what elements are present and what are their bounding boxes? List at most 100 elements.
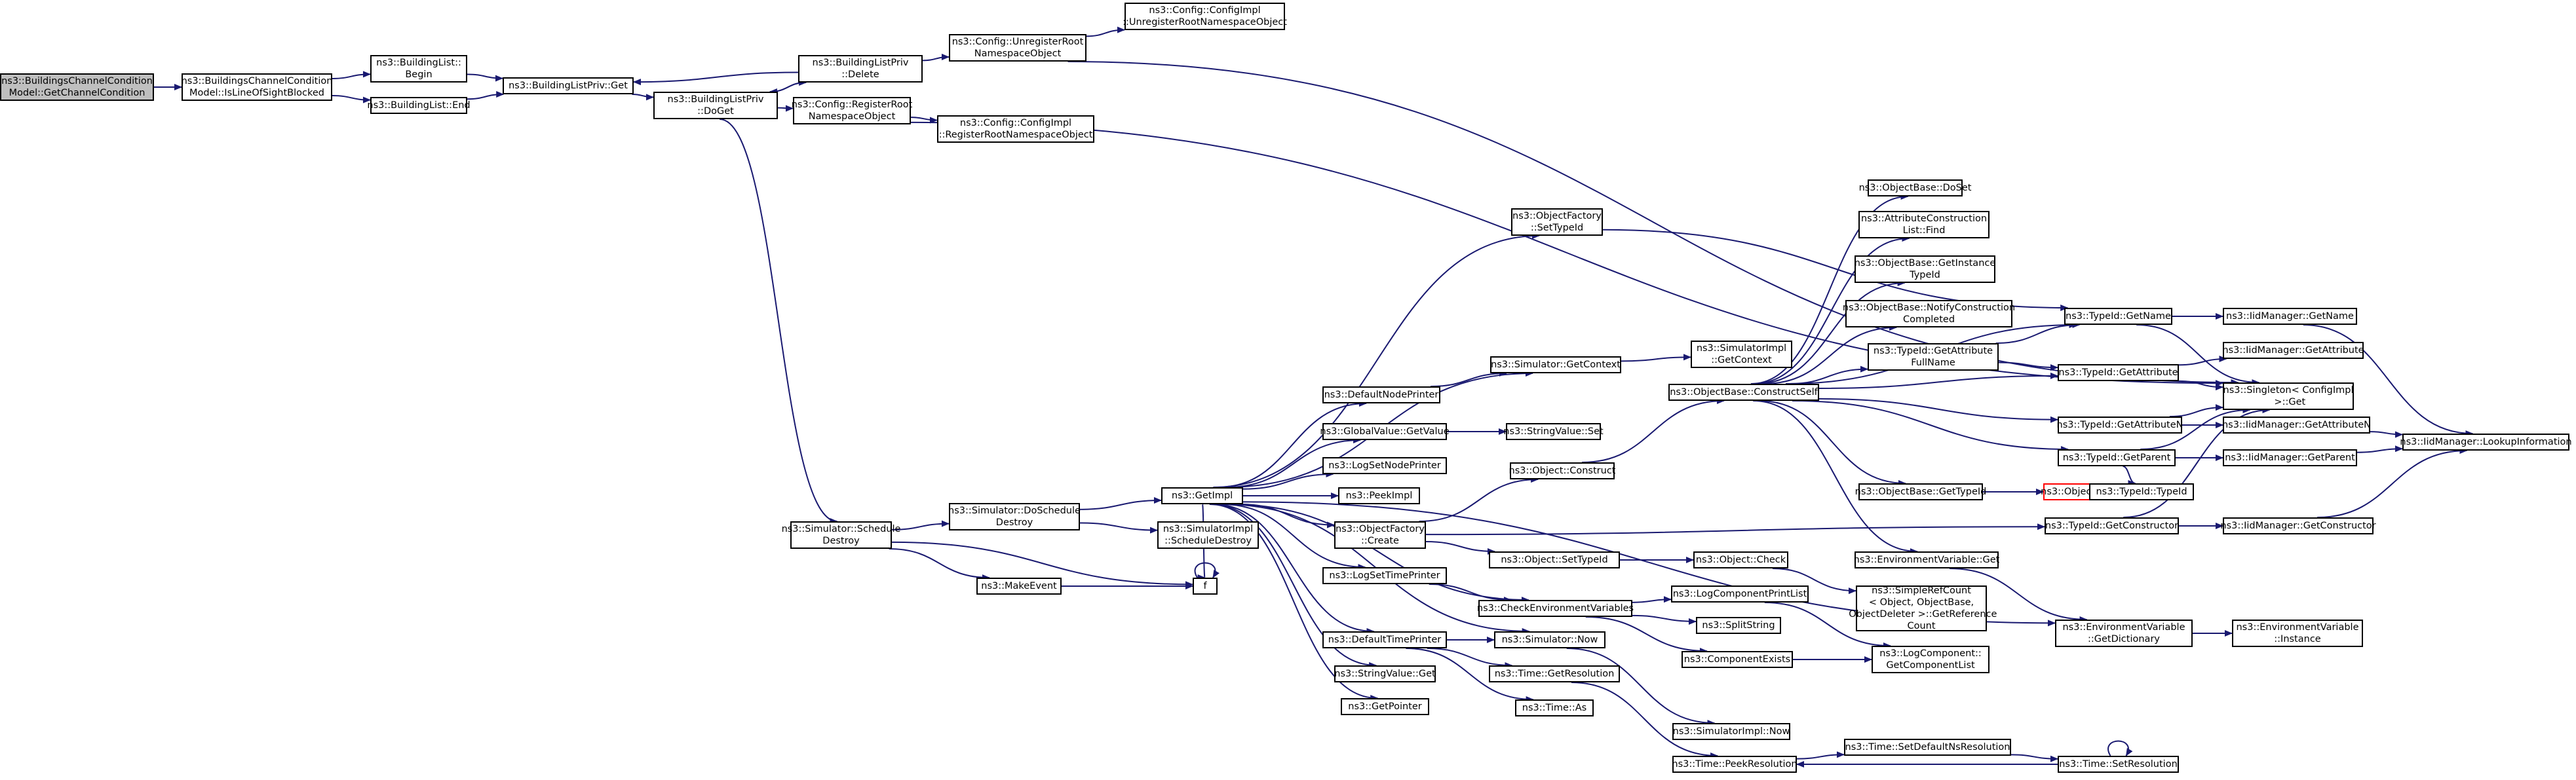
node-idmlookup[interactable]: ns3::IidManager::LookupInformation xyxy=(2400,434,2572,451)
node-attrfind[interactable]: ns3::AttributeConstruction List::Find xyxy=(1858,211,1990,238)
node-timesetres[interactable]: ns3::Time::SetResolution xyxy=(2058,756,2179,773)
node-obgettype[interactable]: ns3::ObjectBase::GetTypeId xyxy=(1855,483,1986,500)
node-singleton[interactable]: ns3::Singleton< ConfigImpl >::Get xyxy=(2223,382,2354,410)
edge-unregroot-to-cfgunreg xyxy=(1086,26,1125,37)
node-timegetres[interactable]: ns3::Time::GetResolution xyxy=(1489,665,1620,682)
edge-tidgetctor-to-singleton xyxy=(2123,407,2271,518)
edge-ofcreate-to-tidgetctor xyxy=(1425,523,2045,536)
node-deftime[interactable]: ns3::DefaultTimePrinter xyxy=(1322,631,1447,648)
edge-islos-to-begin xyxy=(332,71,371,79)
node-ofsettype[interactable]: ns3::ObjectFactory ::SetTypeId xyxy=(1511,208,1603,236)
node-tidgetparent[interactable]: ns3::TypeId::GetParent xyxy=(2058,449,2176,466)
node-idmgetattrn[interactable]: ns3::IidManager::GetAttributeN xyxy=(2221,417,2372,434)
node-obnotify[interactable]: ns3::ObjectBase::NotifyConstruction Comp… xyxy=(1843,300,2015,327)
node-simimplnow[interactable]: ns3::SimulatorImpl::Now xyxy=(1672,723,1790,740)
node-strset[interactable]: ns3::StringValue::Set xyxy=(1503,423,1604,440)
node-regroot[interactable]: ns3::Config::RegisterRoot NamespaceObjec… xyxy=(791,97,913,124)
node-label: ns3::Simulator::GetContext xyxy=(1491,360,1621,370)
node-label: ns3::AttributeConstruction List::Find xyxy=(1860,214,1988,236)
node-checkenv[interactable]: ns3::CheckEnvironmentVariables xyxy=(1477,600,1634,617)
node-label: ns3::IidManager::GetAttributeN xyxy=(2221,420,2372,430)
edge-getimpl-to-strget xyxy=(1210,504,1377,669)
node-label: ns3::Singleton< ConfigImpl >::Get xyxy=(2223,385,2354,407)
node-label: ns3::IidManager::GetParent xyxy=(2225,453,2355,463)
node-simimplsched[interactable]: ns3::SimulatorImpl ::ScheduleDestroy xyxy=(1157,521,1259,549)
node-tidattrfull[interactable]: ns3::TypeId::GetAttribute FullName xyxy=(1868,343,1999,371)
edge-objconstruct-to-obconstructself xyxy=(1582,398,1725,463)
node-unregroot[interactable]: ns3::Config::UnregisterRoot NamespaceObj… xyxy=(949,34,1086,62)
node-label: ns3::Object::Check xyxy=(1695,555,1786,565)
node-simgetctx[interactable]: ns3::Simulator::GetContext xyxy=(1490,356,1621,373)
node-objsettype[interactable]: ns3::Object::SetTypeId xyxy=(1489,551,1620,568)
edge-simsched-to-makeevent xyxy=(889,548,990,581)
node-islos[interactable]: ns3::BuildingsChannelCondition Model::Is… xyxy=(182,73,332,101)
edge-tidgetname-to-singleton xyxy=(2136,324,2260,386)
node-peekimpl[interactable]: ns3::PeekImpl xyxy=(1338,487,1420,504)
node-logcompget[interactable]: ns3::LogComponent:: GetComponentList xyxy=(1872,646,1990,673)
node-label: ns3::Config::RegisterRoot NamespaceObjec… xyxy=(791,100,913,122)
node-timeas[interactable]: ns3::Time::As xyxy=(1515,699,1594,716)
edge-getimpl-to-gvgetvalue xyxy=(1226,437,1362,488)
node-simnow[interactable]: ns3::Simulator::Now xyxy=(1494,631,1605,648)
node-label: ns3::Time::As xyxy=(1522,703,1587,713)
node-cfgunreg[interactable]: ns3::Config::ConfigImpl ::UnregisterRoot… xyxy=(1123,3,1287,30)
node-idmgetctor[interactable]: ns3::IidManager::GetConstructor xyxy=(2220,517,2376,534)
node-label: ns3::TypeId::GetAttribute xyxy=(2058,367,2178,378)
node-logsetnode[interactable]: ns3::LogSetNodePrinter xyxy=(1322,457,1447,474)
node-logsettime[interactable]: ns3::LogSetTimePrinter xyxy=(1322,567,1447,584)
edge-defnode-to-simgetctx xyxy=(1431,370,1507,387)
node-cfgreg[interactable]: ns3::Config::ConfigImpl ::RegisterRootNa… xyxy=(937,115,1094,143)
edge-obconstructself-to-obnotify xyxy=(1763,324,1898,384)
node-label: ns3::EnvironmentVariable ::Instance xyxy=(2236,622,2359,644)
node-blpdelete[interactable]: ns3::BuildingListPriv ::Delete xyxy=(798,55,923,83)
node-getimpl[interactable]: ns3::GetImpl xyxy=(1161,487,1243,504)
node-label: ns3::Simulator::Schedule Destroy xyxy=(781,524,901,546)
node-makeevent[interactable]: ns3::MakeEvent xyxy=(976,578,1062,595)
node-begin[interactable]: ns3::BuildingList:: Begin xyxy=(370,55,467,83)
edge-timesetdef-to-timesetres xyxy=(2010,754,2058,762)
node-simdosched[interactable]: ns3::Simulator::DoSchedule Destroy xyxy=(948,503,1081,530)
node-obgetinst[interactable]: ns3::ObjectBase::GetInstance TypeId xyxy=(1855,255,1995,283)
node-objconstruct[interactable]: ns3::Object::Construct xyxy=(1509,462,1616,479)
node-blpdoget[interactable]: ns3::BuildingListPriv ::DoGet xyxy=(653,92,778,119)
node-timepeek[interactable]: ns3::Time::PeekResolution xyxy=(1672,756,1797,773)
node-label: ns3::SplitString xyxy=(1702,620,1775,631)
node-tidgetctor[interactable]: ns3::TypeId::GetConstructor xyxy=(2045,517,2179,534)
edge-tidgetparent-to-tidtypeid xyxy=(2123,466,2136,487)
node-gvgetvalue[interactable]: ns3::GlobalValue::GetValue xyxy=(1320,423,1450,440)
node-end[interactable]: ns3::BuildingList::End xyxy=(367,97,471,114)
node-compexists[interactable]: ns3::ComponentExists xyxy=(1682,651,1793,668)
node-envinst[interactable]: ns3::EnvironmentVariable ::Instance xyxy=(2232,620,2363,647)
node-idmgetname[interactable]: ns3::IidManager::GetName xyxy=(2223,308,2357,325)
node-splitstring[interactable]: ns3::SplitString xyxy=(1696,617,1781,634)
node-envdict[interactable]: ns3::EnvironmentVariable ::GetDictionary xyxy=(2055,620,2193,647)
edge-envget-to-envdict xyxy=(1949,568,2088,623)
node-tidtypeid[interactable]: ns3::TypeId::TypeId xyxy=(2089,483,2194,500)
node-simimplctx[interactable]: ns3::SimulatorImpl ::GetContext xyxy=(1691,341,1792,368)
node-envget[interactable]: ns3::EnvironmentVariable::Get xyxy=(1854,551,1999,568)
node-label: ns3::ObjectFactory ::SetTypeId xyxy=(1512,211,1602,233)
node-tidgetattrn[interactable]: ns3::TypeId::GetAttributeN xyxy=(2057,417,2183,434)
node-obconstructself[interactable]: ns3::ObjectBase::ConstructSelf xyxy=(1668,384,1819,401)
node-simplerefcount[interactable]: ns3::SimpleRefCount < Object, ObjectBase… xyxy=(1849,585,1997,631)
node-f[interactable]: f xyxy=(1193,578,1218,595)
node-timesetdef[interactable]: ns3::Time::SetDefaultNsResolution xyxy=(1844,739,2011,756)
node-label: ns3::Config::UnregisterRoot NamespaceObj… xyxy=(952,37,1084,59)
node-blpget[interactable]: ns3::BuildingListPriv::Get xyxy=(503,77,634,94)
node-label: ns3::StringValue::Set xyxy=(1503,426,1604,437)
node-logcomplist[interactable]: ns3::LogComponentPrintList xyxy=(1671,585,1809,603)
node-obdoset[interactable]: ns3::ObjectBase::DoSet xyxy=(1859,179,1971,196)
node-label: ns3::TypeId::GetAttribute FullName xyxy=(1873,346,1993,368)
node-objcheck[interactable]: ns3::Object::Check xyxy=(1693,551,1788,568)
node-strget[interactable]: ns3::StringValue::Get xyxy=(1334,665,1436,682)
node-getpointer[interactable]: ns3::GetPointer xyxy=(1341,698,1429,715)
node-idmgetattr[interactable]: ns3::IidManager::GetAttribute xyxy=(2222,342,2364,359)
node-defnode[interactable]: ns3::DefaultNodePrinter xyxy=(1322,386,1440,403)
node-tidgetname[interactable]: ns3::TypeId::GetName xyxy=(2064,308,2172,325)
node-label: ns3::DefaultNodePrinter xyxy=(1324,390,1439,400)
node-ofcreate[interactable]: ns3::ObjectFactory ::Create xyxy=(1334,521,1426,549)
node-tidgetattr[interactable]: ns3::TypeId::GetAttribute xyxy=(2058,364,2179,381)
node-idmgetparent[interactable]: ns3::IidManager::GetParent xyxy=(2223,449,2357,466)
node-simsched[interactable]: ns3::Simulator::Schedule Destroy xyxy=(782,521,900,549)
